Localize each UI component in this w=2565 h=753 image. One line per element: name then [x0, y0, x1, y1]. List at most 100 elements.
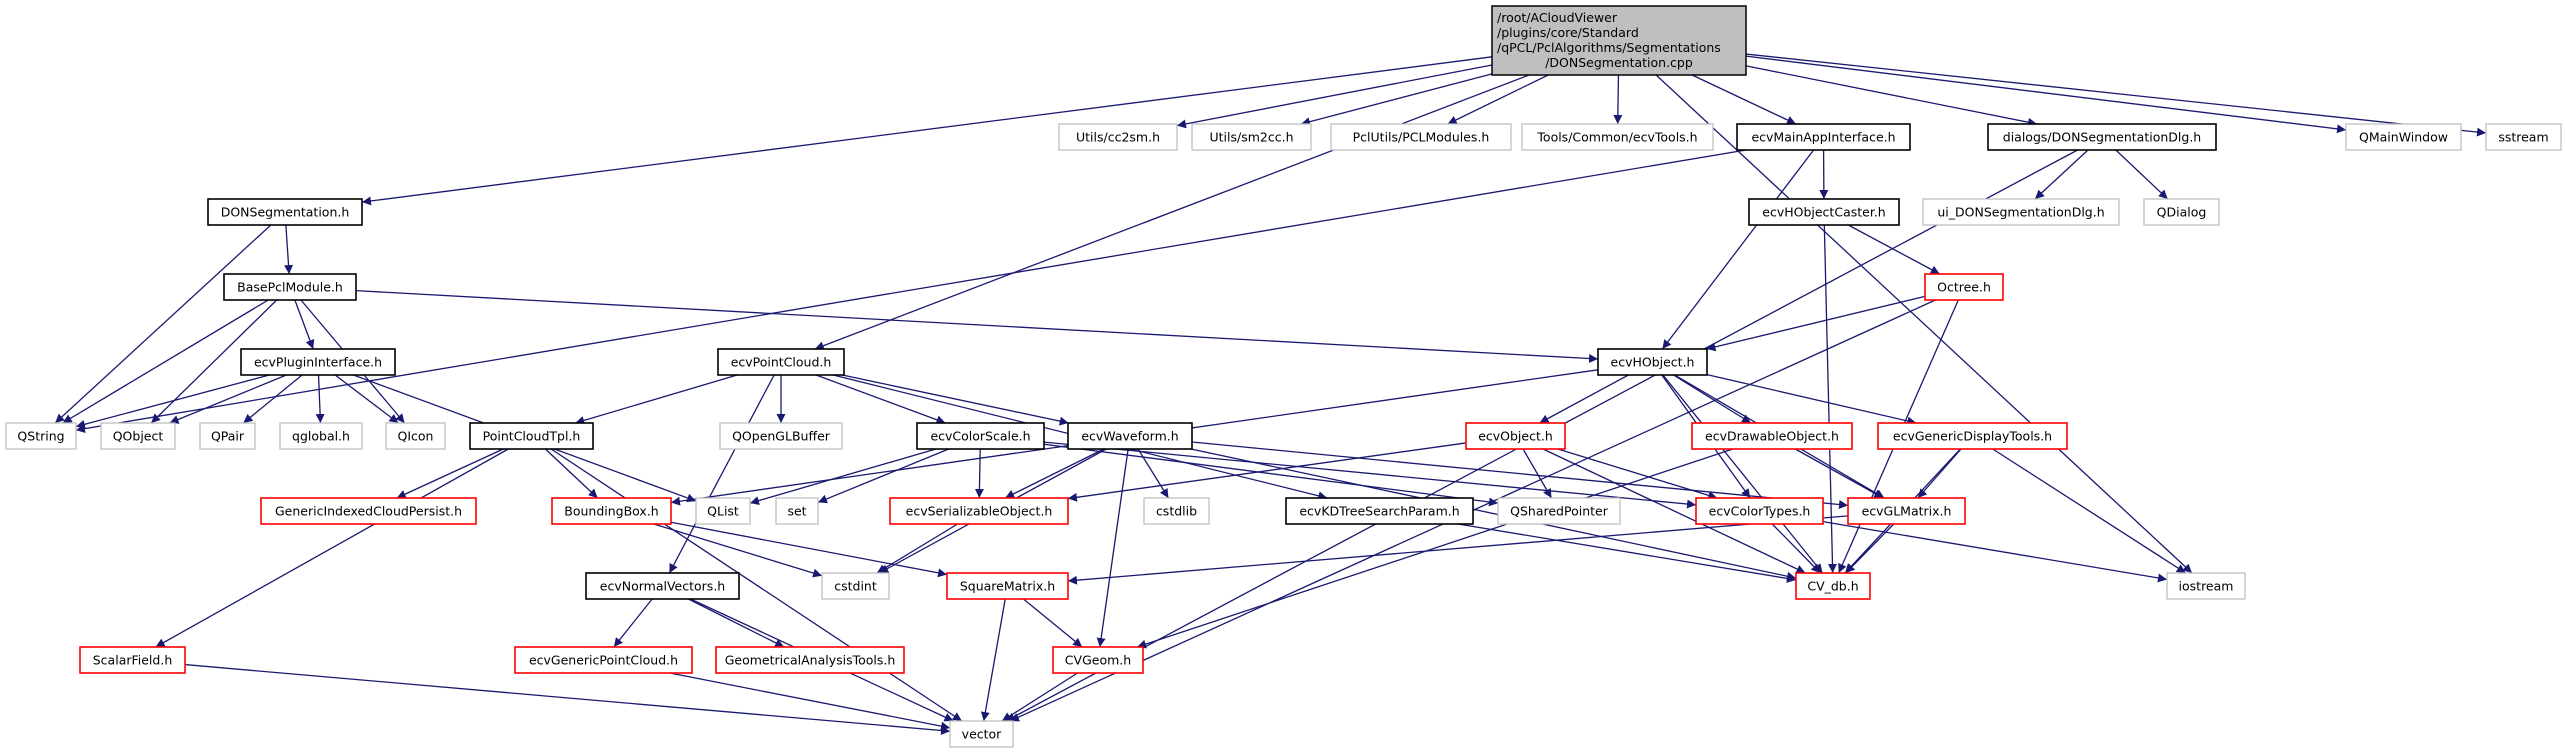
node-octree[interactable]: Octree.h	[1924, 273, 2004, 301]
node-box	[2166, 572, 2246, 600]
node-qshared[interactable]: QSharedPointer	[1497, 497, 1621, 525]
node-box	[916, 422, 1045, 450]
edge-bbox-to-squarematrix	[670, 521, 948, 578]
node-cvgeom[interactable]: CVGeom.h	[1052, 646, 1144, 674]
node-iostream[interactable]: iostream	[2166, 572, 2246, 600]
node-label: ecvMainAppInterface.h	[1751, 130, 1895, 145]
node-glmatrix[interactable]: ecvGLMatrix.h	[1847, 497, 1966, 525]
node-pointcloud[interactable]: ecvPointCloud.h	[717, 348, 845, 376]
node-label: sstream	[2498, 130, 2548, 145]
node-label: QSharedPointer	[1510, 504, 1609, 519]
node-qobject[interactable]: QObject	[100, 422, 176, 450]
node-qstring[interactable]: QString	[5, 422, 77, 450]
node-box	[385, 422, 446, 450]
node-label: QPair	[211, 429, 245, 444]
edge-colorscale-to-qlist	[749, 448, 937, 505]
edge-pctpl-to-gicp	[396, 448, 504, 499]
node-qpair[interactable]: QPair	[199, 422, 256, 450]
node-qicon[interactable]: QIcon	[385, 422, 446, 450]
edge-pctpl-to-scalarfield	[155, 448, 509, 648]
node-label: GeometricalAnalysisTools.h	[725, 653, 896, 668]
node-don_h[interactable]: DONSegmentation.h	[207, 198, 363, 226]
node-box	[1748, 198, 1900, 226]
node-set[interactable]: set	[775, 497, 819, 525]
node-basepcl[interactable]: BasePclModule.h	[223, 273, 357, 301]
node-cstdlib[interactable]: cstdlib	[1143, 497, 1210, 525]
node-gendisp[interactable]: ecvGenericDisplayTools.h	[1877, 422, 2068, 450]
node-normals[interactable]: ecvNormalVectors.h	[585, 572, 740, 600]
node-genpc[interactable]: ecvGenericPointCloud.h	[514, 646, 693, 674]
edge-root-to-qmainwindow	[1745, 55, 2347, 134]
node-cc2sm[interactable]: Utils/cc2sm.h	[1058, 123, 1178, 151]
node-box	[1987, 123, 2217, 151]
node-bbox[interactable]: BoundingBox.h	[551, 497, 672, 525]
node-label: ecvObject.h	[1478, 429, 1553, 444]
node-qdialog[interactable]: QDialog	[2143, 198, 2220, 226]
node-gicp[interactable]: GenericIndexedCloudPersist.h	[260, 497, 477, 525]
node-object[interactable]: ecvObject.h	[1465, 422, 1566, 450]
edge-root-to-pointcloud	[814, 74, 1530, 350]
node-colorscale[interactable]: ecvColorScale.h	[916, 422, 1045, 450]
root-label-line-2: /plugins/core/Standard	[1497, 25, 1639, 40]
node-colortypes[interactable]: ecvColorTypes.h	[1695, 497, 1824, 525]
node-label: ui_DONSegmentationDlg.h	[1937, 205, 2104, 220]
node-serializable[interactable]: ecvSerializableObject.h	[889, 497, 1069, 525]
node-label: PclUtils/PCLModules.h	[1353, 130, 1490, 145]
node-qmainwindow[interactable]: QMainWindow	[2345, 123, 2462, 151]
node-label: ecvSerializableObject.h	[906, 504, 1053, 519]
edge-glmatrix-to-cvdb	[1845, 523, 1895, 574]
node-waveform[interactable]: ecvWaveform.h	[1067, 422, 1193, 450]
root-label-line-3: /qPCL/PclAlgorithms/Segmentations	[1497, 40, 1721, 55]
node-kdtree[interactable]: ecvKDTreeSearchParam.h	[1285, 497, 1474, 525]
node-uidlg[interactable]: ui_DONSegmentationDlg.h	[1922, 198, 2120, 226]
node-sstream[interactable]: sstream	[2485, 123, 2562, 151]
node-caster[interactable]: ecvHObjectCaster.h	[1748, 198, 1900, 226]
edge-root-to-don_h	[361, 56, 1493, 206]
node-pclmodules[interactable]: PclUtils/PCLModules.h	[1330, 123, 1512, 151]
edge-glmatrix-to-squarematrix	[1067, 515, 1849, 585]
node-label: ecvKDTreeSearchParam.h	[1299, 504, 1459, 519]
edge-genpc-to-vector	[669, 672, 951, 731]
node-ecvtools[interactable]: Tools/Common/ecvTools.h	[1521, 123, 1714, 151]
edge-dlg-to-qdialog	[2115, 149, 2169, 200]
node-dlg[interactable]: dialogs/DONSegmentationDlg.h	[1987, 123, 2217, 151]
node-sm2cc[interactable]: Utils/sm2cc.h	[1191, 123, 1312, 151]
node-box	[2345, 123, 2462, 151]
node-box	[717, 348, 845, 376]
node-hobject[interactable]: ecvHObject.h	[1597, 348, 1708, 376]
node-scalarfield[interactable]: ScalarField.h	[79, 646, 186, 674]
node-plugin[interactable]: ecvPluginInterface.h	[240, 348, 396, 376]
edge-root-to-dlg	[1745, 65, 2038, 127]
edge-pointcloud-to-normals	[668, 374, 775, 574]
node-label: QString	[17, 429, 64, 444]
node-squarematrix[interactable]: SquareMatrix.h	[946, 572, 1069, 600]
node-box	[1695, 497, 1824, 525]
node-box	[775, 497, 819, 525]
node-pctpl[interactable]: PointCloudTpl.h	[469, 422, 594, 450]
node-vector[interactable]: vector	[949, 720, 1014, 748]
node-cstdint[interactable]: cstdint	[821, 572, 890, 600]
node-qlist[interactable]: QList	[695, 497, 751, 525]
node-box	[514, 646, 693, 674]
root-node[interactable]: /root/ACloudViewer /plugins/core/Standar…	[1491, 5, 1747, 76]
node-label: iostream	[2179, 579, 2234, 594]
edge-root-to-iostream	[1655, 74, 2193, 574]
node-label: ecvHObjectCaster.h	[1762, 205, 1885, 220]
node-qoglbuf[interactable]: QOpenGLBuffer	[719, 422, 843, 450]
edge-caster-to-cvdb	[1823, 224, 1837, 574]
node-box	[551, 497, 672, 525]
node-mainapp[interactable]: ecvMainAppInterface.h	[1736, 123, 1911, 151]
node-qglobal[interactable]: qglobal.h	[279, 422, 363, 450]
node-box	[79, 646, 186, 674]
node-geomtools[interactable]: GeometricalAnalysisTools.h	[715, 646, 905, 674]
edge-waveform-to-serializable	[1004, 448, 1105, 499]
node-drawable[interactable]: ecvDrawableObject.h	[1691, 422, 1853, 450]
node-box	[1795, 572, 1871, 600]
edge-pctpl-to-bbox	[544, 448, 599, 499]
node-box	[207, 198, 363, 226]
edge-basepcl-to-qobject	[150, 299, 278, 424]
root-label-line-1: /root/ACloudViewer	[1497, 10, 1618, 25]
node-box	[1143, 497, 1210, 525]
edge-object-to-cvdb	[1542, 448, 1806, 574]
node-cvdb[interactable]: CV_db.h	[1795, 572, 1871, 600]
